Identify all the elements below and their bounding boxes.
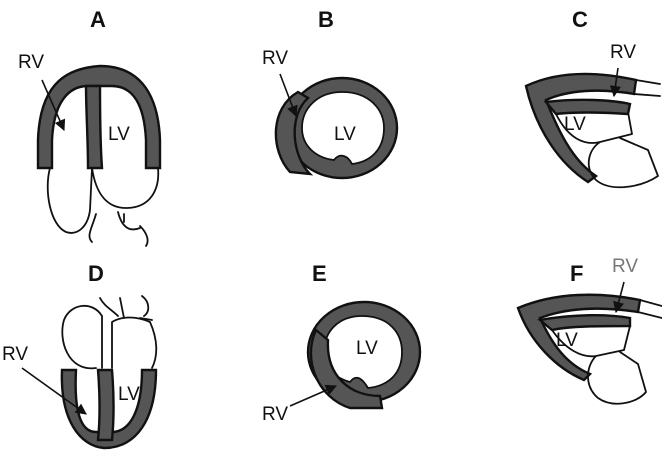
- panel-a-lv-label: LV: [108, 124, 130, 145]
- panel-f-vessels: [638, 300, 662, 318]
- panel-e-rv-label: RV: [262, 404, 288, 425]
- panel-e: E RV LV: [262, 261, 420, 425]
- panel-b: B RV LV: [262, 7, 397, 178]
- panel-b-letter: B: [318, 7, 334, 32]
- panel-f-lv-label: LV: [556, 330, 578, 351]
- panel-c-letter: C: [572, 7, 588, 32]
- panel-f: F RV LV: [518, 256, 662, 404]
- panel-a-atria: [48, 168, 159, 233]
- panel-f-rv-label: RV: [612, 256, 638, 277]
- panel-f-septum: [540, 315, 630, 330]
- panel-e-lv-label: LV: [356, 338, 378, 359]
- panel-f-outer-wall: [518, 295, 640, 380]
- panel-d-septum: [98, 370, 114, 440]
- panel-a-letter: A: [90, 7, 106, 32]
- panel-b-lv-label: LV: [334, 124, 356, 145]
- panel-c-septum: [546, 100, 630, 114]
- panel-b-rv-label: RV: [262, 48, 288, 69]
- panel-c-rv-label: RV: [610, 42, 636, 63]
- panel-a: A RV LV: [18, 7, 160, 246]
- panel-e-letter: E: [312, 261, 327, 286]
- panel-a-rv-label: RV: [18, 52, 44, 73]
- panel-c-lv-label: LV: [564, 114, 586, 135]
- panel-d: D RV LV: [2, 261, 156, 448]
- panel-c: C RV LV: [526, 7, 660, 187]
- panel-d-atria: [62, 306, 156, 369]
- panel-a-septum: [86, 86, 102, 168]
- panel-d-rv-label: RV: [2, 344, 28, 365]
- panel-d-vessels: [100, 296, 152, 320]
- panel-c-vessels: [634, 80, 660, 96]
- panel-d-lv-label: LV: [118, 384, 140, 405]
- panel-a-vessels: [89, 212, 147, 246]
- panel-f-letter: F: [570, 261, 583, 286]
- panel-d-letter: D: [88, 261, 104, 286]
